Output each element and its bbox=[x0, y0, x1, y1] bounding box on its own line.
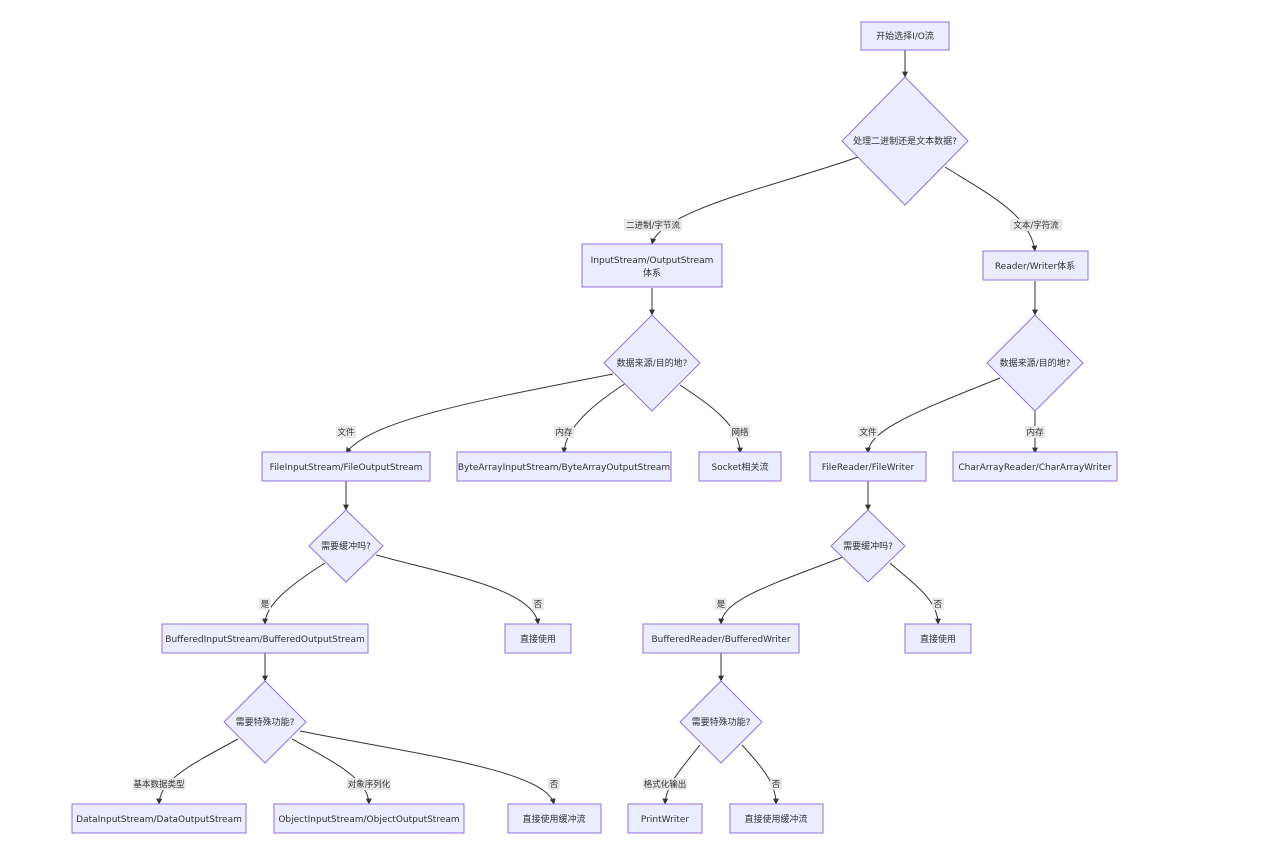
decision-data-type: 处理二进制还是文本数据? bbox=[841, 76, 969, 206]
edge-label-file-text-text: 文件 bbox=[859, 427, 877, 438]
decision-special-text-label: 需要特殊功能? bbox=[692, 716, 751, 728]
node-char-array-reader-writer-label: CharArrayReader/CharArrayWriter bbox=[958, 463, 1112, 473]
edge-label-yes-binary-text: 是 bbox=[261, 600, 270, 610]
edge-label-memory-text-text: 内存 bbox=[1026, 427, 1044, 438]
node-object-stream: ObjectInputStream/ObjectOutputStream bbox=[273, 803, 465, 834]
edge-label-file-binary-text: 文件 bbox=[337, 427, 355, 438]
edge-special-to-direct-text bbox=[741, 744, 779, 805]
edge-label-no-special-text: 否 bbox=[770, 778, 782, 790]
edge-label-format-output: 格式化输出 bbox=[643, 778, 687, 790]
edge-buf-to-no-text bbox=[889, 562, 941, 625]
edge-label-memory-text: 内存 bbox=[1025, 426, 1045, 438]
edge-label-file-binary: 文件 bbox=[336, 426, 356, 438]
node-data-stream-label: DataInputStream/DataOutputStream bbox=[76, 815, 242, 825]
edge-labels: 二进制/字节流 文本/字符流 文件 内存 网络 文件 内存 是 bbox=[133, 219, 1062, 790]
decision-special-binary-label: 需要特殊功能? bbox=[236, 716, 295, 728]
node-file-stream: FileInputStream/FileOutputStream bbox=[261, 451, 431, 482]
node-direct-use-binary-label: 直接使用 bbox=[520, 633, 556, 645]
node-start-label: 开始选择I/O流 bbox=[876, 30, 934, 42]
edge-label-no-text-text: 否 bbox=[934, 600, 943, 610]
decision-source-binary-label: 数据来源/目的地? bbox=[617, 357, 688, 369]
node-char-array-reader-writer: CharArrayReader/CharArrayWriter bbox=[952, 451, 1118, 482]
edge-label-memory-binary-text: 内存 bbox=[555, 427, 573, 438]
node-stream-system-label-2: 体系 bbox=[643, 267, 661, 279]
node-direct-buffered-text-label: 直接使用缓冲流 bbox=[744, 813, 807, 825]
node-data-stream: DataInputStream/DataOutputStream bbox=[71, 803, 247, 834]
edge-label-serialize-text: 对象序列化 bbox=[348, 779, 391, 790]
node-print-writer-label: PrintWriter bbox=[641, 815, 689, 825]
decision-special-binary: 需要特殊功能? bbox=[223, 680, 307, 764]
edge-label-yes-text: 是 bbox=[715, 598, 727, 610]
decision-special-text: 需要特殊功能? bbox=[679, 680, 763, 764]
edge-label-no-binary-text: 否 bbox=[534, 600, 543, 610]
node-buffered-reader-writer-label: BufferedReader/BufferedWriter bbox=[651, 635, 790, 645]
edge-src-to-network bbox=[679, 384, 743, 454]
node-reader-writer-system: Reader/Writer体系 bbox=[982, 250, 1089, 281]
edge-special-to-direct-bin bbox=[299, 730, 556, 805]
edge-src-to-memory-bin bbox=[561, 382, 627, 454]
node-direct-buffered-binary-label: 直接使用缓冲流 bbox=[522, 813, 585, 825]
node-stream-system: InputStream/OutputStream 体系 bbox=[581, 243, 723, 288]
decision-source-text: 数据来源/目的地? bbox=[986, 314, 1084, 412]
node-reader-writer-system-label: Reader/Writer体系 bbox=[995, 260, 1075, 272]
edge-label-binary-text: 二进制/字节流 bbox=[626, 220, 680, 231]
edge-src-to-file-text bbox=[865, 377, 1001, 454]
node-buffered-stream: BufferedInputStream/BufferedOutputStream bbox=[161, 623, 369, 654]
edge-label-binary: 二进制/字节流 bbox=[624, 219, 682, 231]
edge-type-to-text bbox=[944, 166, 1038, 252]
edge-buf-to-no-bin bbox=[375, 554, 541, 625]
edge-label-serialize: 对象序列化 bbox=[347, 778, 391, 790]
node-file-stream-label: FileInputStream/FileOutputStream bbox=[270, 463, 423, 473]
edge-label-network-text: 网络 bbox=[731, 427, 749, 438]
edge-label-no-special-binary: 否 bbox=[548, 778, 560, 790]
edge-src-to-file-bin bbox=[345, 373, 614, 454]
edge-label-yes-text-text: 是 bbox=[717, 600, 726, 610]
edge-label-text: 文本/字符流 bbox=[1010, 219, 1062, 231]
node-socket-stream-label: Socket相关流 bbox=[711, 461, 768, 473]
edge-label-no-special-text-text: 否 bbox=[772, 780, 781, 790]
node-direct-buffered-binary: 直接使用缓冲流 bbox=[507, 803, 602, 834]
edge-special-to-print bbox=[662, 744, 701, 805]
edges bbox=[156, 50, 1038, 805]
edge-special-to-object bbox=[291, 738, 372, 805]
edge-label-primitive: 基本数据类型 bbox=[133, 778, 185, 790]
edge-special-to-data bbox=[156, 738, 239, 805]
decision-buffer-binary-label: 需要缓冲吗? bbox=[321, 540, 371, 552]
decision-buffer-text: 需要缓冲吗? bbox=[830, 509, 906, 583]
node-direct-use-binary: 直接使用 bbox=[504, 623, 572, 654]
edge-label-format-output-text: 格式化输出 bbox=[644, 779, 687, 790]
edge-buf-to-yes-bin bbox=[262, 562, 326, 625]
edge-label-file-text: 文件 bbox=[858, 426, 878, 438]
node-direct-use-text: 直接使用 bbox=[904, 623, 972, 654]
edge-label-text-text: 文本/字符流 bbox=[1013, 220, 1059, 231]
node-byte-array-stream-label: ByteArrayInputStream/ByteArrayOutputStre… bbox=[458, 463, 670, 473]
node-start: 开始选择I/O流 bbox=[860, 21, 950, 51]
node-object-stream-label: ObjectInputStream/ObjectOutputStream bbox=[278, 815, 459, 825]
edge-label-network: 网络 bbox=[730, 426, 750, 438]
edge-buf-to-yes-text bbox=[718, 556, 844, 625]
decision-source-binary: 数据来源/目的地? bbox=[603, 314, 701, 412]
decision-buffer-text-label: 需要缓冲吗? bbox=[843, 540, 893, 552]
decision-buffer-binary: 需要缓冲吗? bbox=[308, 509, 384, 583]
edge-label-primitive-text: 基本数据类型 bbox=[133, 779, 185, 790]
node-file-reader-writer-label: FileReader/FileWriter bbox=[822, 463, 915, 473]
node-print-writer: PrintWriter bbox=[627, 803, 703, 834]
edge-label-yes-binary: 是 bbox=[259, 598, 271, 610]
edge-type-to-binary bbox=[650, 156, 859, 245]
node-file-reader-writer: FileReader/FileWriter bbox=[809, 451, 927, 482]
decision-data-type-label: 处理二进制还是文本数据? bbox=[853, 135, 957, 147]
edge-label-no-special-binary-text: 否 bbox=[550, 780, 559, 790]
node-direct-buffered-text: 直接使用缓冲流 bbox=[729, 803, 824, 834]
node-buffered-reader-writer: BufferedReader/BufferedWriter bbox=[642, 623, 800, 654]
node-socket-stream: Socket相关流 bbox=[698, 451, 782, 482]
edge-label-no-text: 否 bbox=[932, 598, 944, 610]
node-stream-system-label-1: InputStream/OutputStream bbox=[591, 256, 714, 266]
edge-label-memory-binary: 内存 bbox=[554, 426, 574, 438]
node-buffered-stream-label: BufferedInputStream/BufferedOutputStream bbox=[165, 635, 364, 645]
node-byte-array-stream: ByteArrayInputStream/ByteArrayOutputStre… bbox=[456, 451, 672, 482]
node-direct-use-text-label: 直接使用 bbox=[920, 633, 956, 645]
decision-source-text-label: 数据来源/目的地? bbox=[1000, 357, 1071, 369]
edge-label-no-binary: 否 bbox=[532, 598, 544, 610]
